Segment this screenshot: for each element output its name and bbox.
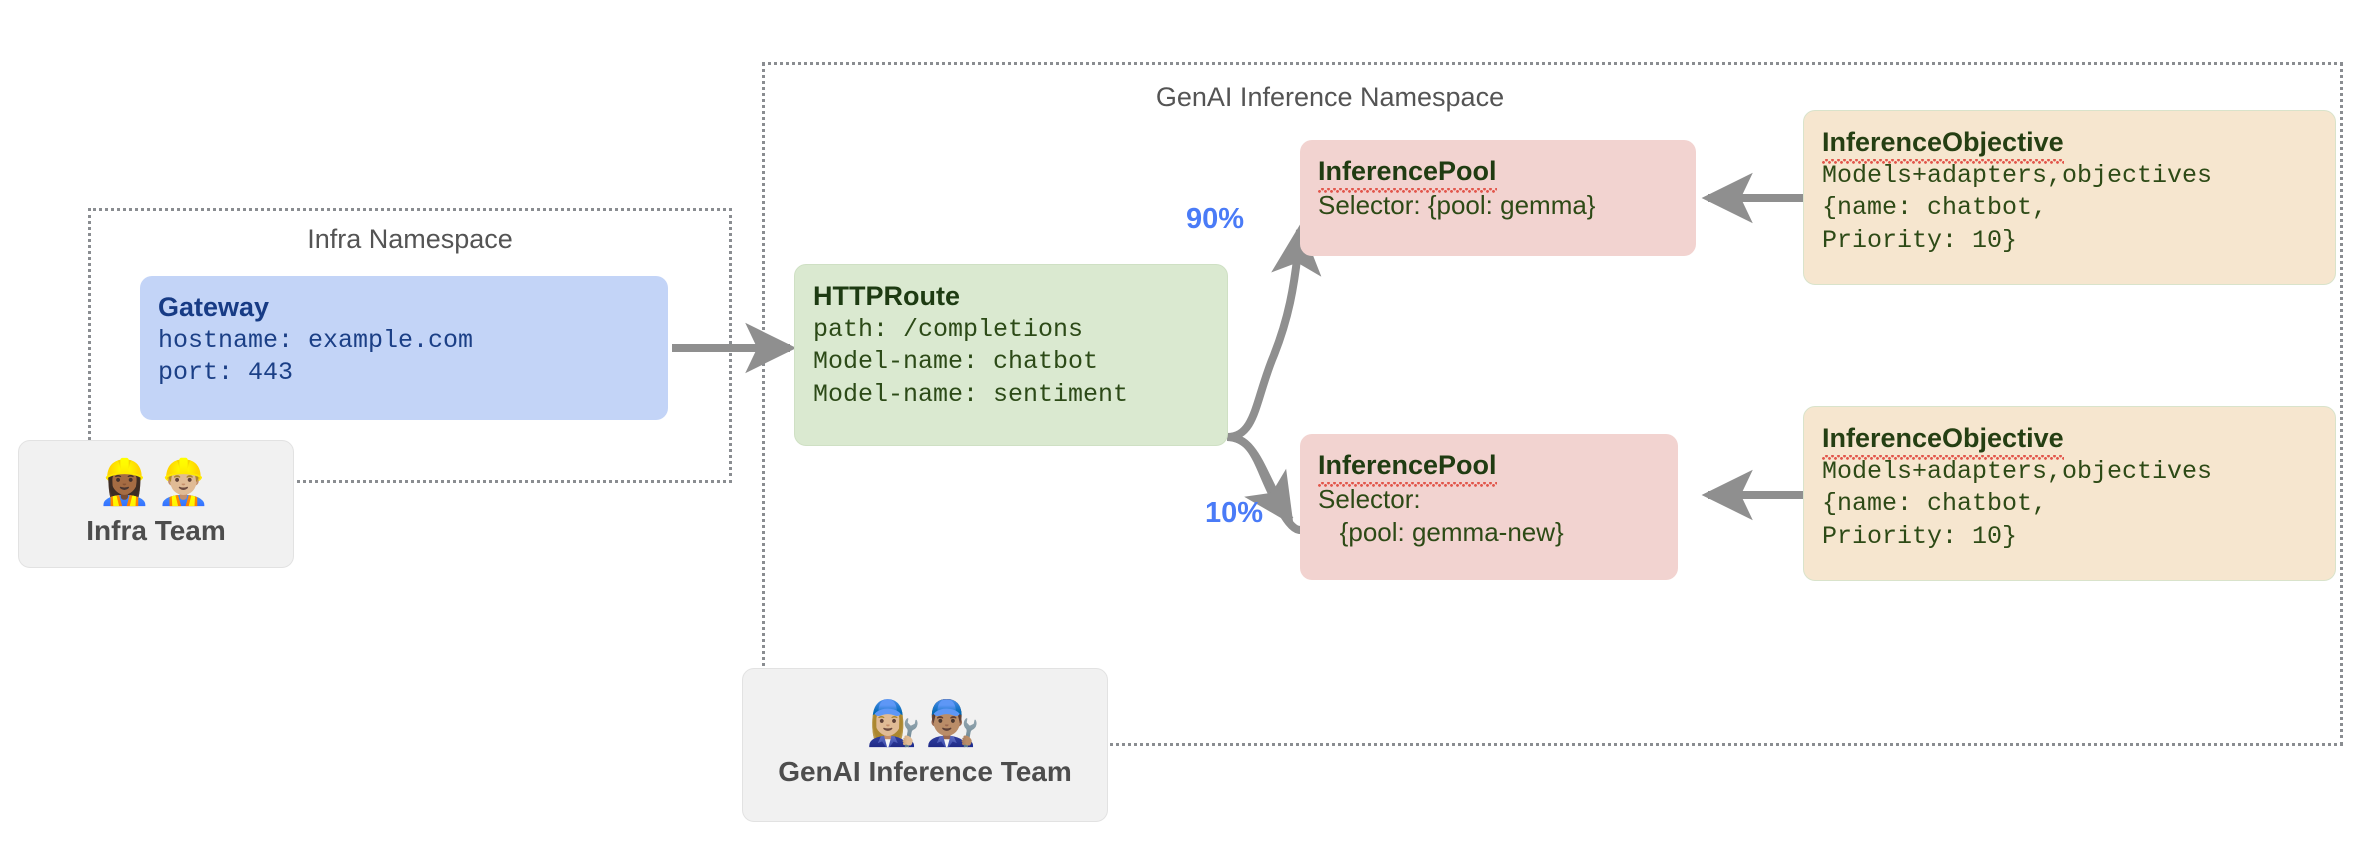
namespace-label-infra: Infra Namespace (307, 224, 513, 254)
inferenceobjective-card-1[interactable]: InferenceObjective Models+adapters,objec… (1803, 110, 2336, 285)
team-infra-emoji: 👷🏾‍♀️👷🏼‍♂️ (97, 457, 215, 508)
inferenceobjective-1-line-name: {name: chatbot, (1822, 193, 2048, 223)
team-genai-label: GenAI Inference Team (778, 756, 1072, 787)
httproute-line-model-sentiment: Model-name: sentiment (813, 379, 1129, 409)
inferencepool-title-2: InferencePool (1318, 448, 1660, 487)
team-chip-infra[interactable]: 👷🏾‍♀️👷🏼‍♂️ Infra Team (18, 440, 294, 568)
team-chip-genai[interactable]: 👩🏼‍🔧👨🏽‍🔧 GenAI Inference Team (742, 668, 1108, 822)
inferencepool-title-text-1: InferencePool (1318, 154, 1497, 193)
inferenceobjective-title-1: InferenceObjective (1822, 125, 2317, 164)
inferencepool-card-gemma[interactable]: InferencePool Selector: {pool: gemma} (1300, 140, 1696, 256)
inferencepool-card-gemma-new[interactable]: InferencePool Selector: {pool: gemma-new… (1300, 434, 1678, 580)
gateway-line-port: port: 443 (158, 358, 294, 388)
inferenceobjective-2-line-name: {name: chatbot, (1822, 489, 2048, 519)
inferenceobjective-2-line-models: Models+adapters,objectives (1822, 456, 2213, 486)
weight-label-90: 90% (1186, 203, 1245, 235)
namespace-boundary-genai (762, 62, 2343, 746)
inferenceobjective-2-line-priority: Priority: 10} (1822, 521, 2018, 551)
inferencepool-title-text-2: InferencePool (1318, 448, 1497, 487)
inferenceobjective-1-line-models: Models+adapters,objectives (1822, 160, 2213, 190)
inferencepool-selector-2-line2: {pool: gemma-new} (1318, 517, 1564, 548)
httproute-title: HTTPRoute (813, 281, 960, 311)
weight-label-10: 10% (1205, 497, 1264, 529)
gateway-card[interactable]: Gateway hostname: example.com port: 443 (140, 276, 668, 420)
inferencepool-selector-1: Selector: {pool: gemma} (1318, 189, 1596, 220)
httproute-line-path: path: /completions (813, 314, 1084, 344)
httproute-card[interactable]: HTTPRoute path: /completions Model-name:… (794, 264, 1228, 446)
inferenceobjective-title-2: InferenceObjective (1822, 421, 2317, 460)
inferenceobjective-card-2[interactable]: InferenceObjective Models+adapters,objec… (1803, 406, 2336, 581)
namespace-label-genai: GenAI Inference Namespace (1155, 82, 1505, 112)
gateway-line-hostname: hostname: example.com (158, 325, 474, 355)
inferenceobjective-title-text-1: InferenceObjective (1822, 125, 2064, 164)
team-genai-emoji: 👩🏼‍🔧👨🏽‍🔧 (866, 698, 984, 749)
inferencepool-title-1: InferencePool (1318, 154, 1678, 193)
inferencepool-selector-2-line1: Selector: (1318, 483, 1421, 514)
team-infra-label: Infra Team (86, 515, 226, 546)
inferenceobjective-title-text-2: InferenceObjective (1822, 421, 2064, 460)
inferenceobjective-1-line-priority: Priority: 10} (1822, 225, 2018, 255)
httproute-line-model-chatbot: Model-name: chatbot (813, 347, 1099, 377)
gateway-title: Gateway (158, 292, 270, 322)
